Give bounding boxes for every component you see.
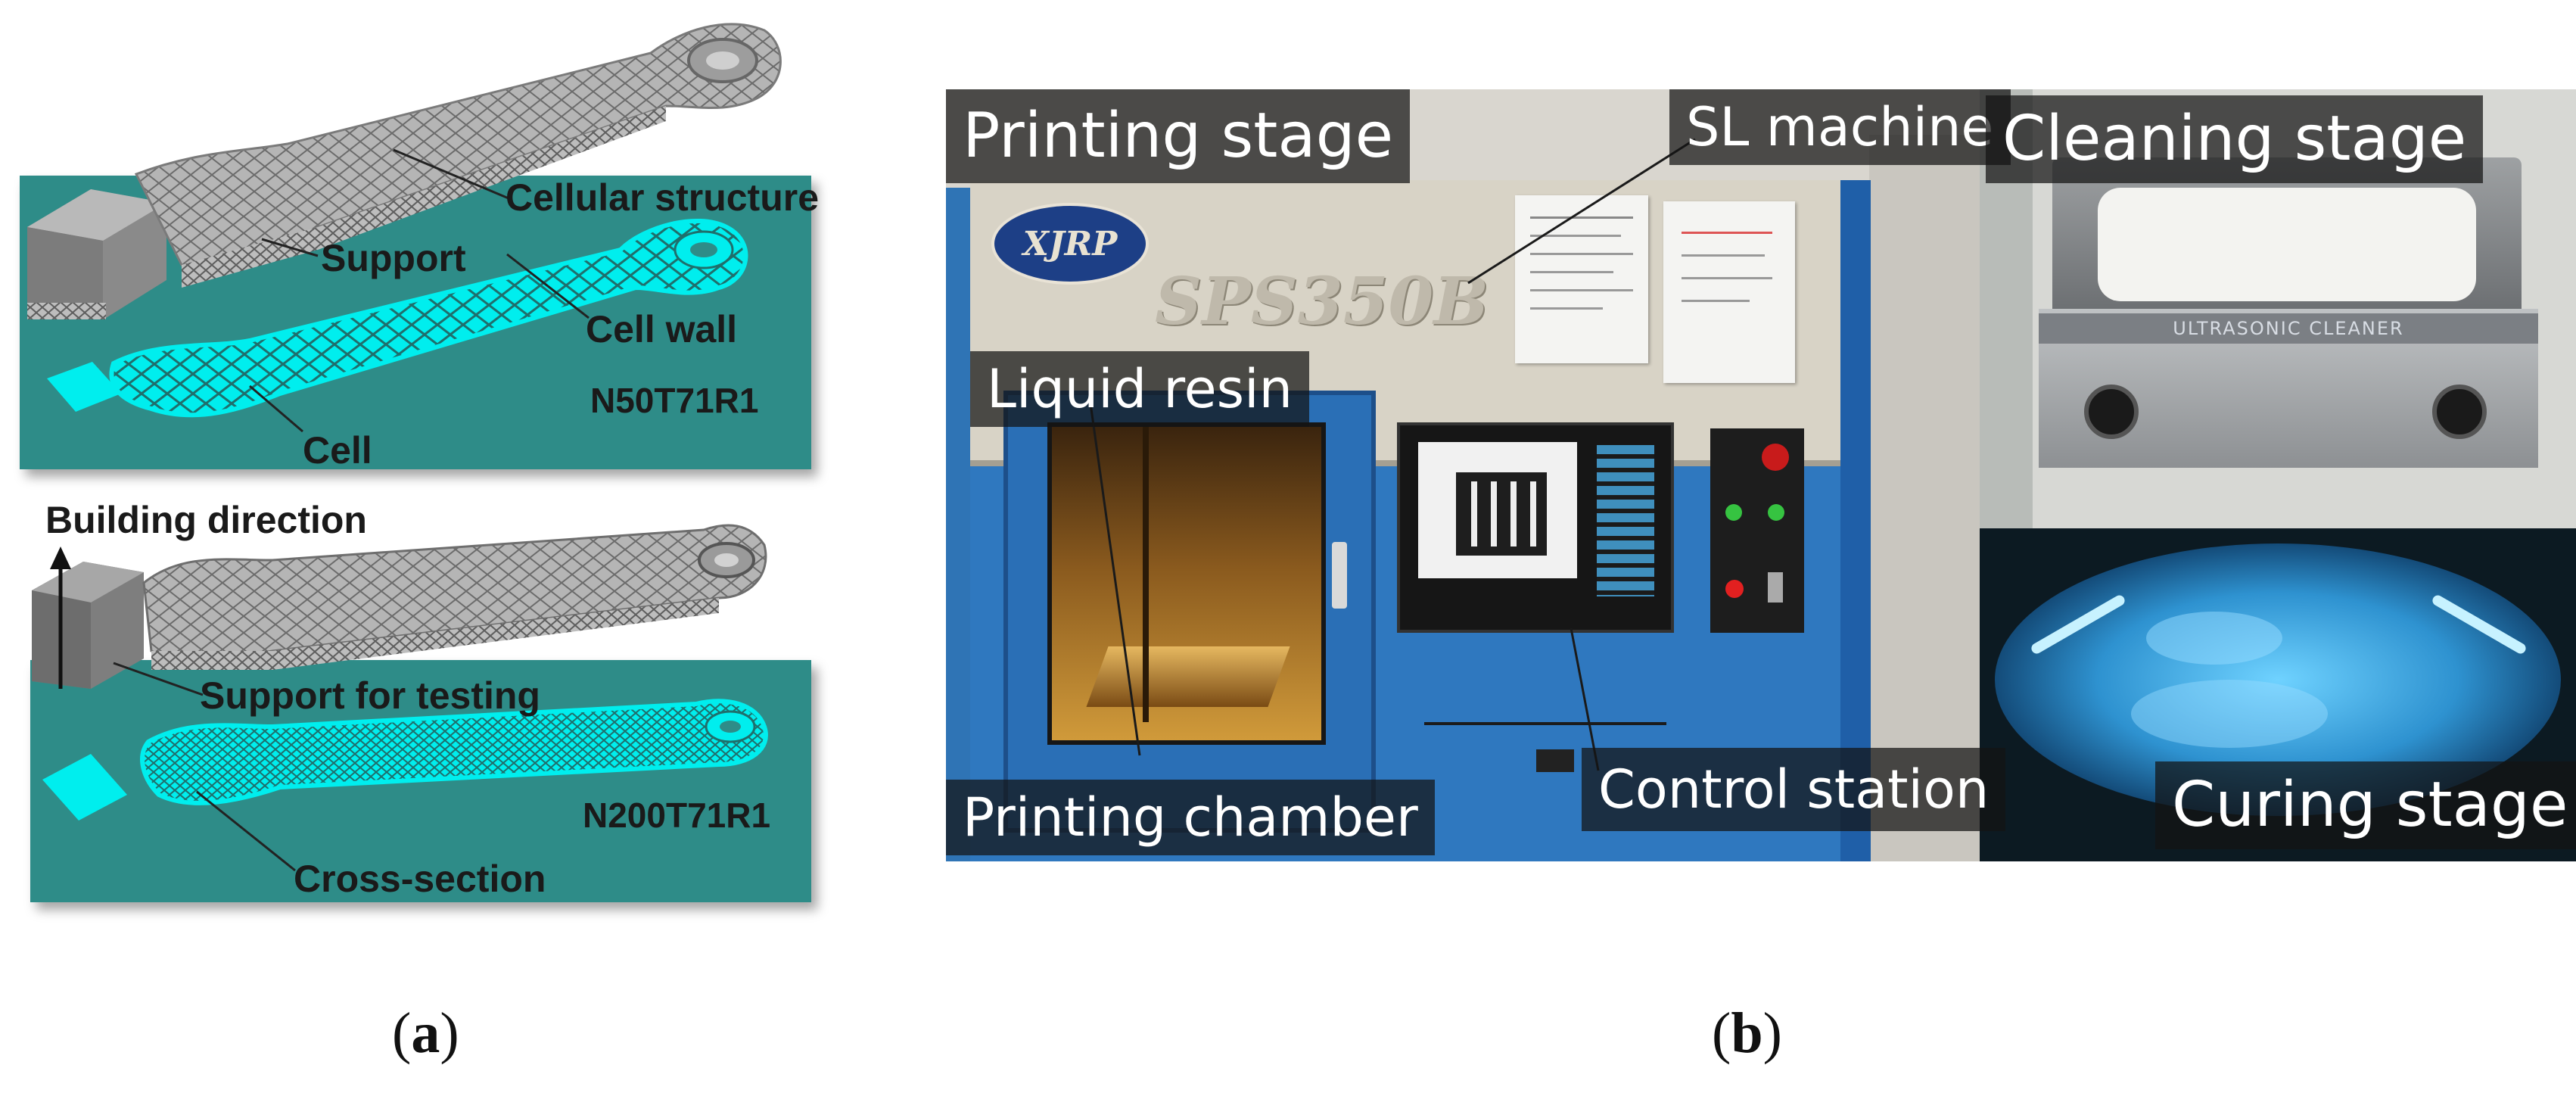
instruction-sheet-2	[1663, 201, 1795, 383]
wrench-models-illustration	[27, 23, 782, 872]
instruction-sheet-1	[1515, 195, 1648, 363]
control-monitor	[1418, 442, 1577, 578]
wrench-model-n200	[32, 524, 768, 821]
machine-model-plate: SPS350B	[1155, 263, 1489, 340]
caption-b: (b)	[1712, 1001, 1782, 1065]
label-cleaning-stage: Cleaning stage	[1986, 95, 2484, 183]
panel-a: Cellular structure Support Cell wall N50…	[0, 0, 893, 1093]
sl-machine-photo: XJRP SPS350B	[946, 89, 1980, 861]
control-keypad	[1597, 445, 1654, 596]
label-cell: Cell	[303, 429, 372, 472]
label-printing-chamber: Printing chamber	[946, 780, 1435, 855]
panel-b: XJRP SPS350B	[946, 89, 2576, 861]
control-station-panel	[1397, 422, 1674, 633]
label-cell-wall: Cell wall	[586, 308, 738, 350]
photo-leader-lines	[1088, 138, 1696, 771]
label-cellular-structure: Cellular structure	[506, 176, 820, 219]
label-control-station: Control station	[1582, 748, 2006, 831]
label-cross-section: Cross-section	[294, 858, 546, 900]
xjrp-logo: XJRP	[991, 203, 1149, 285]
ultrasonic-cleaner-body: ULTRASONIC CLEANER	[2039, 309, 2538, 468]
caption-a: (a)	[392, 1001, 459, 1065]
building-direction-arrow	[50, 546, 71, 689]
label-building-direction: Building direction	[45, 499, 367, 541]
button-panel	[1710, 428, 1804, 633]
leader-lines	[113, 148, 590, 872]
wrench-model-n50	[27, 23, 782, 418]
door-handle	[1332, 542, 1347, 609]
label-model-n50t71r1: N50T71R1	[590, 381, 759, 420]
label-model-n200t71r1: N200T71R1	[583, 796, 771, 835]
label-printing-stage: Printing stage	[946, 89, 1411, 183]
label-support-for-testing: Support for testing	[200, 674, 540, 717]
label-support: Support	[321, 237, 466, 279]
label-curing-stage: Curing stage	[2155, 761, 2576, 849]
label-liquid-resin: Liquid resin	[970, 351, 1309, 427]
label-sl-machine: SL machine	[1669, 89, 2011, 165]
